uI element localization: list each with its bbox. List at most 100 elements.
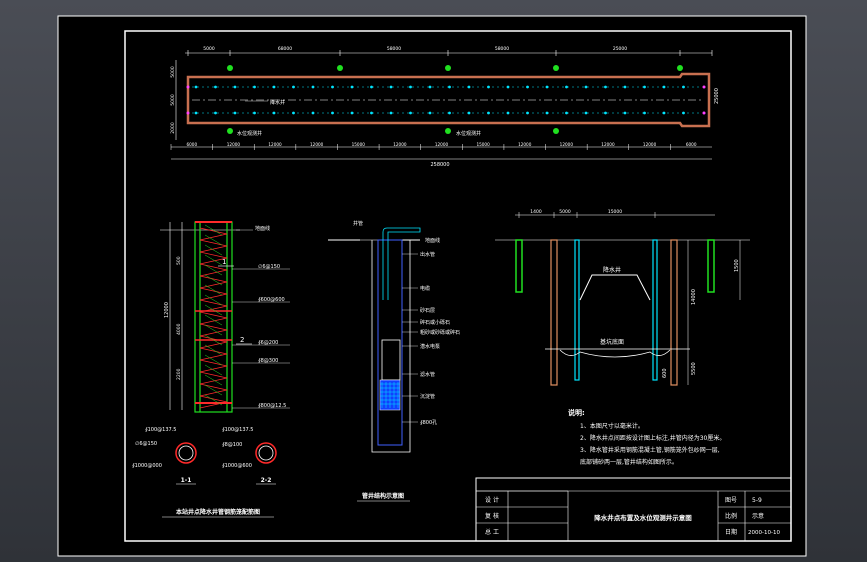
observation-well-marker [677, 65, 683, 71]
tb-drawing-title: 降水井点布置及水位观测井示意图 [594, 513, 692, 522]
dewatering-well-marker [253, 85, 256, 89]
stirrup [204, 374, 223, 386]
dewatering-well-marker [584, 85, 588, 89]
dewatering-well-marker [253, 111, 256, 115]
dewatering-well-marker [409, 85, 412, 89]
stirrup [204, 224, 223, 236]
dewatering-well-marker [350, 111, 354, 115]
well-caption: 管井结构示意图 [362, 492, 404, 500]
section-1-1-title: 1-1 [181, 477, 192, 484]
pipe-callout: ∮800@12.5 [258, 403, 286, 409]
spiral-rebar [199, 287, 228, 301]
section-2-label: ∮1000@600 [222, 463, 252, 469]
spiral-rebar [199, 359, 228, 373]
dewatering-well-marker [467, 85, 471, 89]
plan-left-dim: 5000 [170, 66, 176, 78]
profile-dim-4: 5500 [691, 362, 697, 375]
section-2-label: ∮100@137.5 [222, 427, 253, 433]
plan-top-dim: 25000 [613, 46, 627, 52]
dewatering-well-marker [623, 111, 627, 115]
dewatering-well-marker [448, 111, 451, 115]
stirrup [204, 314, 223, 326]
right-dim: 25000 [714, 88, 720, 104]
plan-top-dim: 5000 [203, 46, 215, 52]
pipe-reinforcement-section: 地面线 1 2 ∅6@150∮600@600∮6@200∮8@300∮800@1… [160, 221, 290, 413]
plan-left-dim: 5000 [170, 94, 176, 106]
dewatering-well-marker [545, 111, 549, 115]
well-label: 潜水电泵 [420, 343, 440, 350]
dewatering-well-marker [643, 111, 646, 115]
pipe-callout: ∅6@150 [258, 264, 280, 270]
profile-pit-bottom-label: 基坑底面 [600, 338, 624, 346]
plan-bottom-dim: 15000 [352, 142, 366, 147]
spiral-rebar [199, 251, 228, 265]
dewatering-well-marker [487, 111, 490, 115]
dewatering-well-marker [526, 111, 529, 115]
pipe-left-dim: 4000 [176, 323, 182, 335]
spiral-rebar [199, 383, 228, 397]
tb-date: 2000-10-10 [748, 530, 780, 536]
spiral-rebar [199, 311, 228, 325]
well-ground-label: 地面线 [425, 237, 440, 244]
tb-design-label: 设 计 [485, 496, 499, 504]
dewatering-well-marker [409, 111, 412, 115]
observation-well-marker [553, 128, 559, 134]
spiral-rebar [199, 263, 228, 277]
stirrup [204, 244, 223, 256]
section-mark-2: 2 [240, 336, 244, 344]
observation-well-marker [337, 65, 343, 71]
observation-well-marker [445, 65, 451, 71]
dewatering-well-marker [428, 85, 432, 89]
stirrup [204, 264, 223, 276]
dewatering-well-marker [604, 111, 607, 115]
dewatering-well-marker [194, 85, 198, 89]
pipe-left-dim: 2200 [176, 368, 182, 380]
dewatering-well-marker [233, 85, 237, 89]
plan-left-dim: 2000 [170, 122, 176, 134]
tb-date-label: 日期 [725, 528, 737, 536]
spiral-rebar [199, 323, 228, 337]
dewatering-well-marker [506, 111, 510, 115]
well-label: 出水管 [420, 251, 435, 258]
well-label: 滤水管 [420, 371, 435, 378]
dewatering-well-marker [311, 111, 315, 115]
pipe-caption: 本站井点降水井管钢筋笼配筋图 [176, 508, 260, 516]
spiral-rebar [199, 239, 228, 253]
dewatering-well-marker [389, 111, 393, 115]
tb-scale-label: 比例 [725, 512, 737, 520]
dewatering-well-marker [487, 85, 490, 89]
section-2-label: ∮8@100 [222, 442, 242, 448]
dewatering-well-marker [565, 85, 568, 89]
stirrup [204, 254, 223, 266]
plan-bottom-dim: 15000 [476, 142, 490, 147]
tb-scale: 示意 [752, 512, 764, 520]
dewatering-well-marker [331, 85, 334, 89]
drawing-frame [124, 30, 792, 542]
corner-marker [702, 85, 706, 89]
well-label: 砂石层 [420, 307, 435, 314]
profile-top-dim: 15000 [608, 209, 622, 215]
cross-sections: ∮100@137.5∅6@150∮1000@000∮100@137.5∮8@10… [132, 427, 277, 518]
plan-bottom-dim: 12000 [601, 142, 615, 147]
well-label: ∮800孔 [420, 419, 437, 426]
plan-bottom-dim: 12000 [227, 142, 241, 147]
tb-review-label: 复 核 [485, 512, 499, 520]
corner-marker [186, 85, 190, 89]
dewatering-well-marker [370, 111, 373, 115]
profile-top-dim: 1400 [530, 209, 542, 215]
profile-top-dim: 5000 [559, 209, 571, 215]
dewatering-well-marker [370, 85, 373, 89]
note-item: 2、降水井点间距按设计图上标注,井管内径为30厘米。 [580, 434, 725, 442]
title-block[interactable]: 设 计 复 核 总 工 降水井点布置及水位观测井示意图 图号 5-9 比例 示意… [475, 477, 792, 542]
pit-outline [186, 72, 711, 128]
plan-bottom-dim: 12000 [435, 142, 449, 147]
spiral-rebar [199, 227, 228, 241]
stirrup [204, 284, 223, 296]
dewatering-well-marker [545, 85, 549, 89]
dewatering-well-marker [526, 85, 529, 89]
note-item: 3、降水管井采用钢筋混凝土管,钢筋笼外包纱网一层, [580, 446, 720, 454]
total-length: 258000 [430, 162, 449, 168]
